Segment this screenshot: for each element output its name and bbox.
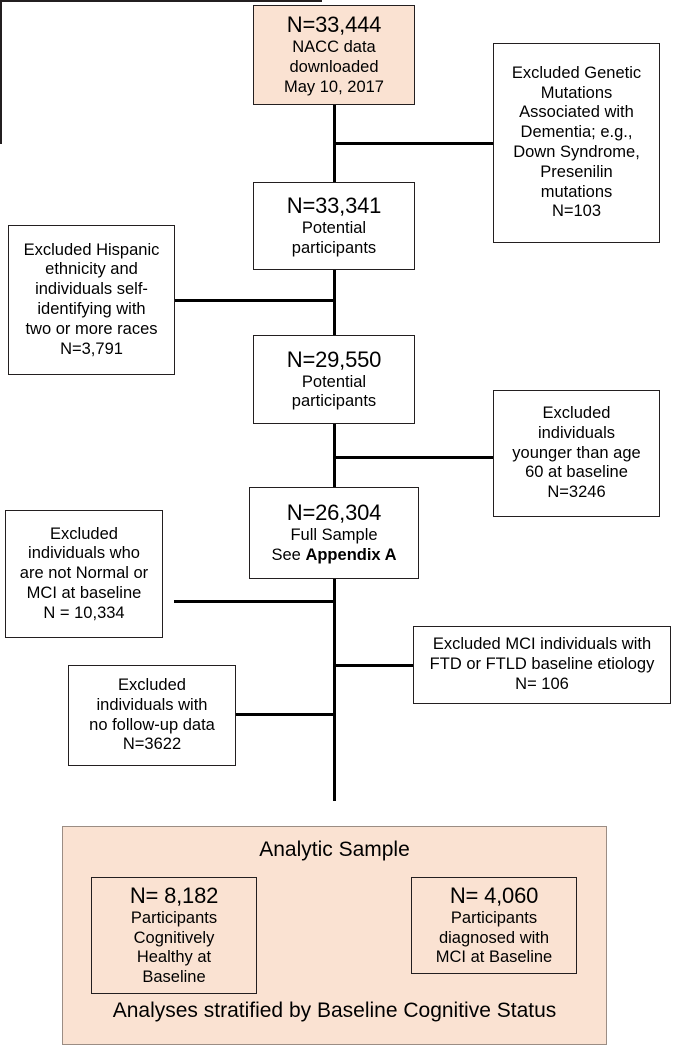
node-excluded-ethnicity-line3: individuals self- bbox=[35, 280, 148, 299]
node-right-group-n: N= 4,060 bbox=[449, 882, 539, 908]
node-left-group-line1: Participants bbox=[130, 908, 218, 927]
connector-branch-not-normal-mci bbox=[174, 600, 336, 603]
connector-branch-no-followup bbox=[236, 713, 336, 716]
node-excluded-ftd-line2: FTD or FTLD baseline etiology bbox=[429, 655, 655, 674]
connector-fork-bar bbox=[0, 0, 322, 2]
node-source-line1: NACC data bbox=[292, 38, 376, 57]
node-excluded-ftd-n: N= 106 bbox=[515, 674, 569, 693]
connector-branch-ethnicity bbox=[174, 299, 336, 302]
node-potential2-n: N=29,550 bbox=[286, 346, 382, 372]
node-full-sample-appendix-bold: Appendix A bbox=[305, 545, 397, 564]
node-excluded-not-normal-mci: Excluded individuals who are not Normal … bbox=[5, 510, 163, 638]
connector-potential1-to-potential2 bbox=[333, 269, 336, 336]
node-potential1-n: N=33,341 bbox=[286, 193, 382, 219]
node-excluded-ftd-line1: Excluded MCI individuals with bbox=[432, 635, 652, 654]
node-excluded-ethnicity-line5: two or more races bbox=[25, 319, 158, 338]
node-excluded-age-n: N=3246 bbox=[547, 483, 606, 502]
connector-branch-age bbox=[333, 456, 493, 459]
node-analytic-left-group: N= 8,182 Participants Cognitively Health… bbox=[91, 877, 257, 994]
node-left-group-line4: Baseline bbox=[142, 968, 206, 987]
node-excluded-ethnicity: Excluded Hispanic ethnicity and individu… bbox=[8, 225, 175, 375]
node-analytic-right-group: N= 4,060 Participants diagnosed with MCI… bbox=[411, 877, 577, 974]
node-excluded-not-normal-mci-line2: individuals who bbox=[28, 544, 140, 563]
connector-fork-right-leg bbox=[0, 82, 2, 144]
node-excluded-genetic-line1: Excluded Genetic bbox=[511, 63, 642, 82]
node-excluded-age-line1: Excluded bbox=[542, 404, 611, 422]
node-potential2-line2: participants bbox=[291, 392, 377, 411]
node-excluded-ethnicity-line4: identifying with bbox=[37, 300, 146, 318]
node-excluded-no-followup: Excluded individuals with no follow-up d… bbox=[68, 665, 236, 766]
node-excluded-ftd: Excluded MCI individuals with FTD or FTL… bbox=[413, 626, 671, 704]
connector-branch-ftd bbox=[333, 664, 415, 667]
node-excluded-no-followup-line2: individuals with bbox=[96, 695, 208, 714]
node-excluded-age-line4: 60 at baseline bbox=[525, 463, 628, 482]
node-excluded-not-normal-mci-n: N = 10,334 bbox=[43, 603, 125, 622]
node-excluded-age: Excluded individuals younger than age 60… bbox=[493, 390, 660, 517]
node-excluded-genetic-line5: Down Syndrome, bbox=[513, 143, 640, 161]
node-right-group-line2: diagnosed with bbox=[438, 928, 550, 947]
node-full-sample-n: N=26,304 bbox=[286, 500, 382, 526]
node-excluded-ethnicity-line2: ethnicity and bbox=[45, 260, 138, 279]
node-potential2-line1: Potential bbox=[301, 372, 367, 391]
node-right-group-line1: Participants bbox=[450, 908, 538, 927]
node-excluded-not-normal-mci-line1: Excluded bbox=[50, 524, 118, 543]
node-excluded-genetic-n: N=103 bbox=[551, 202, 602, 221]
connector-fork-left-leg bbox=[0, 2, 2, 82]
node-excluded-age-line2: individuals bbox=[537, 423, 616, 442]
node-excluded-genetic-line4: Dementia; e.g., bbox=[520, 123, 633, 142]
node-excluded-no-followup-line3: no follow-up data bbox=[89, 715, 215, 734]
node-excluded-genetic-line6: Presenilin bbox=[540, 162, 613, 181]
node-excluded-ethnicity-line1: Excluded Hispanic bbox=[23, 240, 160, 259]
node-potential-participants-1: N=33,341 Potential participants bbox=[253, 182, 415, 270]
node-full-sample-line1: Full Sample bbox=[290, 526, 378, 545]
node-full-sample-see: See bbox=[271, 545, 306, 564]
node-right-group-line3: MCI at Baseline bbox=[435, 948, 553, 967]
analytic-sample-title: Analytic Sample bbox=[259, 838, 410, 861]
node-excluded-genetic: Excluded Genetic Mutations Associated wi… bbox=[493, 43, 660, 243]
node-left-group-line2: Cognitively bbox=[133, 928, 215, 947]
node-excluded-ethnicity-n: N=3,791 bbox=[60, 339, 123, 358]
node-excluded-age-line3: younger than age bbox=[512, 443, 641, 462]
node-excluded-genetic-line2: Mutations bbox=[540, 83, 613, 102]
analytic-sample-footer: Analyses stratified by Baseline Cognitiv… bbox=[112, 999, 557, 1022]
node-excluded-not-normal-mci-line4: MCI at baseline bbox=[26, 583, 142, 602]
node-full-sample-appendix: See Appendix A bbox=[271, 546, 396, 566]
node-excluded-no-followup-line1: Excluded bbox=[118, 675, 186, 694]
node-potential1-line1: Potential bbox=[301, 219, 367, 238]
node-excluded-no-followup-n: N=3622 bbox=[122, 735, 182, 754]
node-excluded-genetic-line7: mutations bbox=[540, 182, 613, 201]
node-potential-participants-2: N=29,550 Potential participants bbox=[253, 335, 415, 424]
node-excluded-not-normal-mci-line3: are not Normal or bbox=[19, 564, 149, 583]
connector-potential2-to-fullsample bbox=[333, 423, 336, 488]
node-full-sample: N=26,304 Full Sample See Appendix A bbox=[249, 487, 419, 579]
connector-fullsample-to-fork bbox=[333, 578, 336, 801]
node-source-n: N=33,444 bbox=[286, 12, 382, 38]
node-excluded-genetic-line3: Associated with bbox=[519, 103, 634, 122]
node-potential1-line2: participants bbox=[291, 238, 377, 257]
analytic-sample-panel: Analytic Sample Analyses stratified by B… bbox=[62, 826, 607, 1045]
node-source-line2: downloaded bbox=[289, 58, 379, 77]
node-source: N=33,444 NACC data downloaded May 10, 20… bbox=[253, 5, 415, 105]
node-left-group-n: N= 8,182 bbox=[129, 882, 219, 908]
node-source-line3: May 10, 2017 bbox=[284, 77, 384, 96]
connector-branch-genetic bbox=[333, 142, 493, 145]
node-left-group-line3: Healthy at bbox=[136, 948, 212, 967]
